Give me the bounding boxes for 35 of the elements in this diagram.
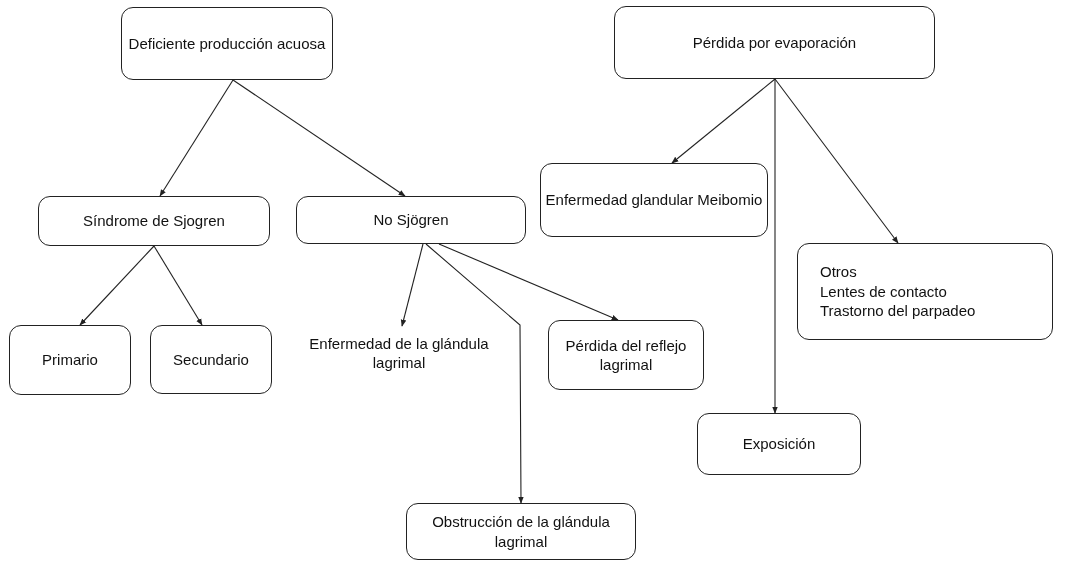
arrow: [438, 243, 619, 321]
box-label: No Sjögren: [373, 210, 449, 230]
box-heading: Otros: [820, 262, 857, 282]
arrow: [671, 78, 776, 164]
box-label: Deficiente producción acuosa: [128, 33, 326, 54]
process-box: [548, 320, 704, 390]
process-box: [38, 196, 270, 246]
process-box: [540, 163, 768, 237]
arrow: [772, 78, 778, 414]
box-label: Enfermedad glandular Meibomio: [545, 190, 763, 210]
box-label: Pérdida del reflejo lagrimal: [564, 335, 688, 375]
arrow: [425, 243, 524, 504]
arrow: [232, 79, 406, 197]
process-box: [697, 413, 861, 475]
process-box: [614, 6, 935, 79]
box-label: Pérdida por evaporación: [692, 32, 857, 53]
process-box: [150, 325, 272, 394]
process-box: [121, 7, 333, 80]
box-label: Síndrome de Sjogren: [83, 211, 225, 231]
arrow: [79, 245, 155, 326]
process-box: [406, 503, 636, 560]
list-item: Trastorno del parpadeo: [820, 301, 976, 321]
arrow: [774, 78, 899, 244]
box-label: Primario: [42, 350, 98, 370]
process-box: [296, 196, 526, 244]
list-item: Lentes de contacto: [820, 281, 947, 302]
process-box: [9, 325, 131, 395]
box-label: Secundario: [173, 349, 249, 370]
node-text: Enfermedad de la glándula lagrimal: [308, 326, 490, 380]
box-label: Obstrucción de la glándula lagrimal: [431, 512, 611, 551]
arrow: [153, 245, 203, 326]
box-label: Exposición: [742, 434, 816, 454]
arrow: [159, 79, 234, 197]
process-box: [797, 243, 1053, 340]
arrow: [400, 243, 424, 327]
